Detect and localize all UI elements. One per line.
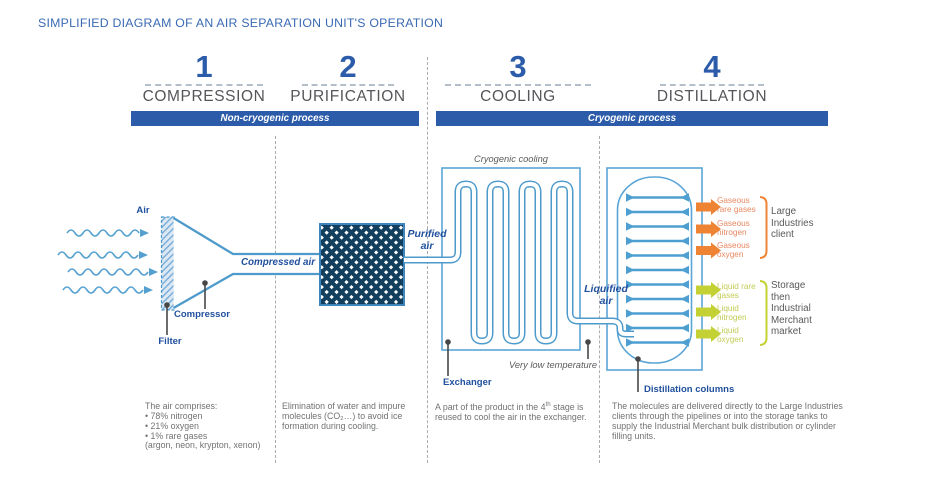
air-label: Air (136, 205, 150, 216)
gaseous-rare-gases-label: Gaseous rare gases (717, 196, 756, 214)
stage-divider (302, 84, 394, 86)
compressor-cone (172, 217, 321, 309)
stage-separator (599, 136, 600, 463)
stage-divider (445, 84, 591, 86)
liquid-rare-gases-label: Liquid rare gases (717, 282, 756, 300)
stage-name: COMPRESSION (142, 88, 266, 105)
liquid-bracket (759, 280, 768, 346)
stage-header-compression: 1 COMPRESSION (134, 49, 274, 106)
stage-number: 2 (339, 49, 357, 84)
liquid-destination-label: Storage then Industrial Merchant market (771, 280, 812, 338)
note-intro: The air comprises: (145, 401, 218, 411)
distillation-columns-label: Distillation columns (644, 384, 735, 395)
gaseous-output-arrows (696, 199, 721, 259)
liquified-air-label: Liquified air (584, 283, 628, 307)
stage-separator (275, 136, 276, 463)
gaseous-destination-label: Large Industries client (771, 206, 814, 241)
exchanger-label: Exchanger (443, 377, 492, 388)
stage-divider (145, 84, 263, 86)
stage-divider (660, 84, 764, 86)
purification-bed (319, 223, 405, 306)
gaseous-bracket (759, 196, 768, 259)
compressed-air-label: Compressed air (240, 257, 316, 268)
gaseous-nitrogen-label: Gaseous nitrogen (717, 219, 750, 237)
gaseous-oxygen-label: Gaseous oxygen (717, 241, 750, 259)
stage-name: COOLING (480, 88, 556, 105)
note-item: 1% rare gases (145, 431, 275, 442)
band-cryogenic: Cryogenic process (436, 111, 828, 126)
very-low-temperature-label: Very low temperature (508, 360, 597, 370)
liquid-nitrogen-label: Liquid nitrogen (717, 304, 747, 322)
note-purification: Elimination of water and impure molecule… (282, 401, 406, 431)
filter-label: Filter (158, 336, 182, 347)
note-distillation: The molecules are delivered directly to … (612, 401, 843, 441)
stage-number: 1 (195, 49, 213, 84)
note-item: 21% oxygen (145, 421, 275, 432)
note-cooling: A part of the product in the 4th stage i… (435, 401, 597, 423)
stage-header-purification: 2 PURIFICATION (278, 49, 418, 106)
note-footnote: (argon, neon, krypton, xenon) (145, 440, 261, 451)
liquid-output-arrows (696, 282, 721, 342)
callout-lines (164, 280, 641, 392)
note-item: 78% nitrogen (145, 411, 275, 422)
band-non-cryogenic: Non-cryogenic process (131, 111, 419, 126)
compressor-label: Compressor (174, 309, 230, 320)
page-title: SIMPLIFIED DIAGRAM OF AN AIR SEPARATION … (38, 16, 444, 30)
stage-number: 3 (509, 49, 527, 84)
stage-name: PURIFICATION (290, 88, 406, 105)
cryogenic-cooling-label: Cryogenic cooling (474, 154, 548, 164)
stage-name: DISTILLATION (656, 88, 768, 105)
note-compression: The air comprises: 78% nitrogen 21% oxyg… (145, 401, 275, 451)
filter-bar (160, 216, 175, 311)
stage-header-distillation: 4 DISTILLATION (632, 49, 792, 106)
note-text: A part of the product in the 4 (435, 401, 546, 412)
stage-number: 4 (703, 49, 721, 84)
exchanger-coil (404, 180, 634, 345)
note-superscript: th (545, 401, 551, 408)
air-flow-arrows (57, 229, 158, 294)
purified-air-label: Purified air (407, 228, 447, 252)
liquid-oxygen-label: Liquid oxygen (717, 326, 744, 344)
exchanger-box (441, 167, 581, 351)
note-text: stage is reused to cool the air in the e… (435, 401, 587, 422)
stage-header-cooling: 3 COOLING (438, 49, 598, 106)
